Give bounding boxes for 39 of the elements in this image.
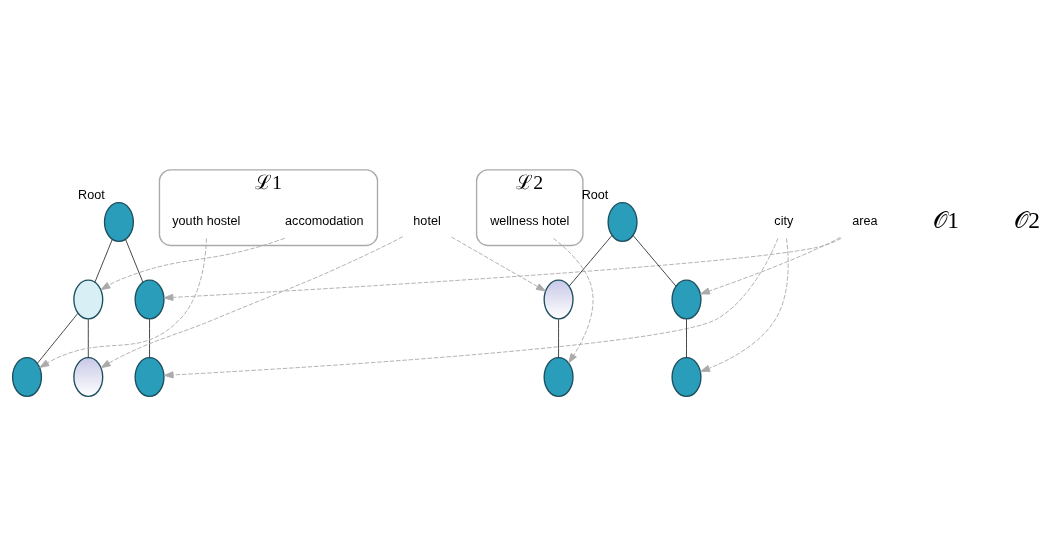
node-circle	[134, 357, 165, 398]
node-circle	[73, 279, 104, 320]
label: 𝒪2	[1014, 206, 1040, 233]
node-label: Root	[581, 188, 609, 203]
label: 𝒪1	[933, 206, 959, 233]
connector	[558, 318, 560, 359]
node-label: Root	[78, 188, 105, 203]
arrow	[163, 237, 779, 379]
node-text: wellness hotel	[490, 214, 570, 229]
connector	[632, 235, 677, 287]
arrow	[700, 238, 789, 373]
connector	[125, 238, 144, 283]
connector	[149, 318, 150, 359]
node-text: accomodation	[285, 214, 364, 229]
node-circle	[543, 279, 574, 320]
connector	[87, 318, 89, 359]
arrow	[553, 238, 594, 364]
connector	[568, 235, 613, 287]
node-text: hotel	[413, 214, 441, 229]
connector	[686, 318, 687, 359]
node-circle	[11, 357, 43, 398]
arrow	[451, 236, 546, 292]
arrow	[39, 238, 207, 368]
node-circle	[543, 357, 574, 398]
node-text: youth hostel	[172, 214, 241, 229]
node-circle	[73, 357, 104, 398]
node-circle	[671, 357, 702, 398]
arrow	[163, 237, 842, 301]
arrow	[100, 237, 286, 291]
node-circle	[134, 279, 165, 320]
node-circle	[607, 202, 638, 243]
node-circle	[103, 202, 134, 243]
connector	[94, 238, 113, 283]
node-text: area	[852, 214, 878, 229]
connector	[37, 312, 79, 364]
node-circle	[671, 279, 702, 320]
arrow	[100, 236, 404, 369]
node-text: city	[774, 214, 794, 229]
arrow	[700, 236, 841, 295]
